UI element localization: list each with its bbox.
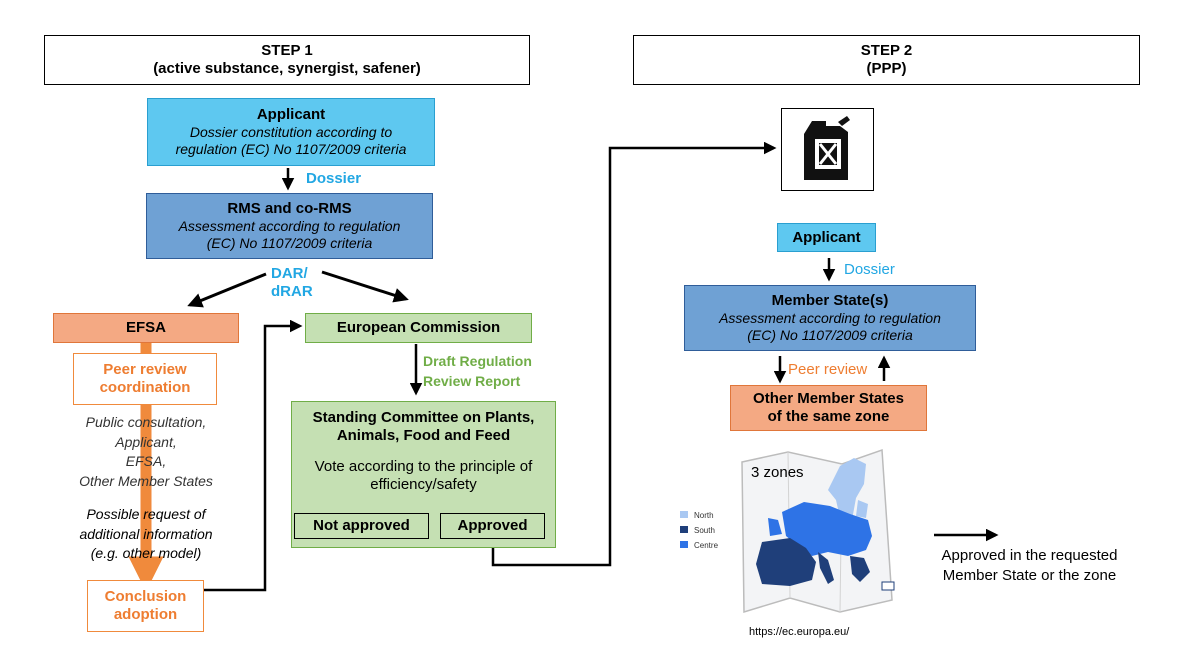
rms-title: RMS and co-RMS (227, 200, 352, 218)
legend-swatch-north (680, 511, 688, 518)
ppp-icon-box (781, 108, 874, 191)
step2-title: STEP 2 (860, 42, 913, 59)
applicant2-label: Applicant (792, 228, 861, 246)
eu-zones-map (680, 448, 895, 614)
legend-north: North (694, 511, 714, 520)
peer-review-label: Peer review (788, 361, 868, 378)
additional-info-line1: Possible request of (86, 506, 206, 522)
dar-line2: dRAR (271, 283, 313, 300)
applicant-line2: regulation (EC) No 1107/2009 criteria (175, 141, 407, 157)
legend-swatch-south (680, 526, 688, 533)
commission-box: European Commission (305, 313, 532, 343)
map-zone-north (828, 458, 866, 520)
map-legend: North South Centre (694, 508, 718, 553)
arrow-rms-to-efsa (187, 272, 267, 308)
member-state-line1: Assessment according to regulation (719, 310, 941, 327)
rms-box: RMS and co-RMS Assessment according to r… (146, 193, 433, 259)
public-consultation-text: Public consultation, Applicant, EFSA, Ot… (56, 413, 236, 491)
public-consultation-line1: Public consultation, (85, 414, 207, 430)
peer-coordination-box: Peer review coordination (73, 353, 217, 405)
jerrycan-icon (804, 116, 850, 180)
final-line1: Approved in the requested (941, 547, 1118, 564)
final-line2: Member State or the zone (942, 566, 1117, 584)
applicant-box: Applicant Dossier constitution according… (147, 98, 435, 166)
arrow-rms-to-commission (321, 270, 409, 303)
not-approved-label: Not approved (313, 517, 410, 534)
step2-subtitle: (PPP) (866, 60, 907, 77)
peer-coordination-line1: Peer review (103, 361, 187, 378)
legend-swatch-centre (680, 541, 688, 548)
applicant-title: Applicant (256, 106, 326, 124)
draft-regulation-line2: Review Report (423, 373, 521, 390)
applicant-line1: Dossier constitution according to (189, 124, 393, 141)
legend-south: South (694, 526, 715, 535)
standing-line2: Animals, Food and Feed (336, 427, 511, 444)
step1-header: STEP 1 (active substance, synergist, saf… (44, 35, 530, 85)
member-state-title: Member State(s) (771, 292, 889, 310)
conclusion-line1: Conclusion (104, 588, 187, 605)
commission-label: European Commission (336, 319, 501, 336)
step2-header: STEP 2 (PPP) (633, 35, 1140, 85)
standing-line1: Standing Committee on Plants, (312, 409, 535, 426)
arrow-approved-to-step2 (491, 141, 777, 567)
conclusion-box: Conclusion adoption (87, 580, 204, 632)
zones-label: 3 zones (751, 464, 804, 481)
arrow-conclusion-to-commission (204, 319, 303, 592)
peer-coordination-line2: coordination (99, 379, 191, 396)
standing-committee-box: Standing Committee on Plants, Animals, F… (291, 401, 556, 548)
vote-line1: Vote according to the principle of (314, 458, 533, 475)
rms-line1: Assessment according to regulation (178, 218, 401, 235)
additional-info-line2: additional information (79, 525, 213, 542)
not-approved-box: Not approved (294, 513, 429, 539)
member-state-box: Member State(s) Assessment according to … (684, 285, 976, 351)
efsa-box: EFSA (53, 313, 239, 343)
other-ms-line1: Other Member States (753, 390, 904, 407)
applicant2-box: Applicant (777, 223, 876, 252)
map-source: https://ec.europa.eu/ (749, 626, 850, 638)
public-consultation-line4: Other Member States (79, 472, 213, 489)
dar-label: DAR/ dRAR (271, 265, 313, 301)
step1-subtitle: (active substance, synergist, safener) (153, 60, 421, 77)
additional-info-text: Possible request of additional informati… (56, 505, 236, 564)
dar-line1: DAR/ (271, 265, 308, 282)
public-consultation-line2: Applicant, (115, 433, 177, 450)
other-ms-box: Other Member States of the same zone (730, 385, 927, 431)
dossier2-label: Dossier (844, 261, 895, 278)
draft-regulation-label: Draft Regulation Review Report (423, 351, 532, 392)
conclusion-line2: adoption (113, 606, 178, 623)
final-result-text: Approved in the requested Member State o… (922, 546, 1137, 585)
rms-line2: (EC) No 1107/2009 criteria (206, 235, 373, 251)
member-state-line2: (EC) No 1107/2009 criteria (747, 327, 913, 343)
approved-label: Approved (457, 517, 528, 534)
other-ms-line2: of the same zone (767, 408, 890, 425)
step1-title: STEP 1 (261, 42, 313, 59)
public-consultation-line3: EFSA, (125, 453, 167, 470)
map-zone-south (756, 538, 816, 586)
dossier-label: Dossier (306, 170, 362, 187)
legend-centre: Centre (694, 541, 719, 550)
efsa-label: EFSA (125, 319, 166, 336)
additional-info-line3: (e.g. other model) (90, 545, 202, 562)
map-zone-centre (782, 502, 872, 556)
draft-regulation-line1: Draft Regulation (423, 353, 532, 369)
approved-box: Approved (440, 513, 545, 539)
vote-line2: efficiency/safety (370, 476, 477, 493)
